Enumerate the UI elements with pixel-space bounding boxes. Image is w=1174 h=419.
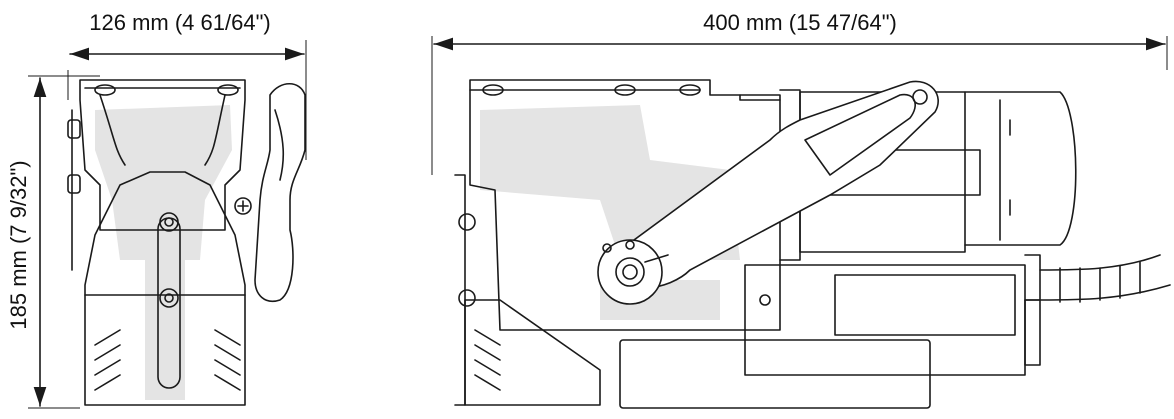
height-dimension: 185 mm (7 9/32") (6, 75, 100, 409)
front-width-label: 126 mm (4 61/64") (89, 10, 270, 35)
width-dimension-front: 126 mm (4 61/64") (67, 10, 307, 160)
side-view (454, 79, 1171, 409)
length-dimension-side: 400 mm (15 47/64") (431, 10, 1168, 175)
front-view (67, 79, 306, 406)
side-length-label: 400 mm (15 47/64") (703, 10, 897, 35)
height-label: 185 mm (7 9/32") (6, 160, 31, 329)
